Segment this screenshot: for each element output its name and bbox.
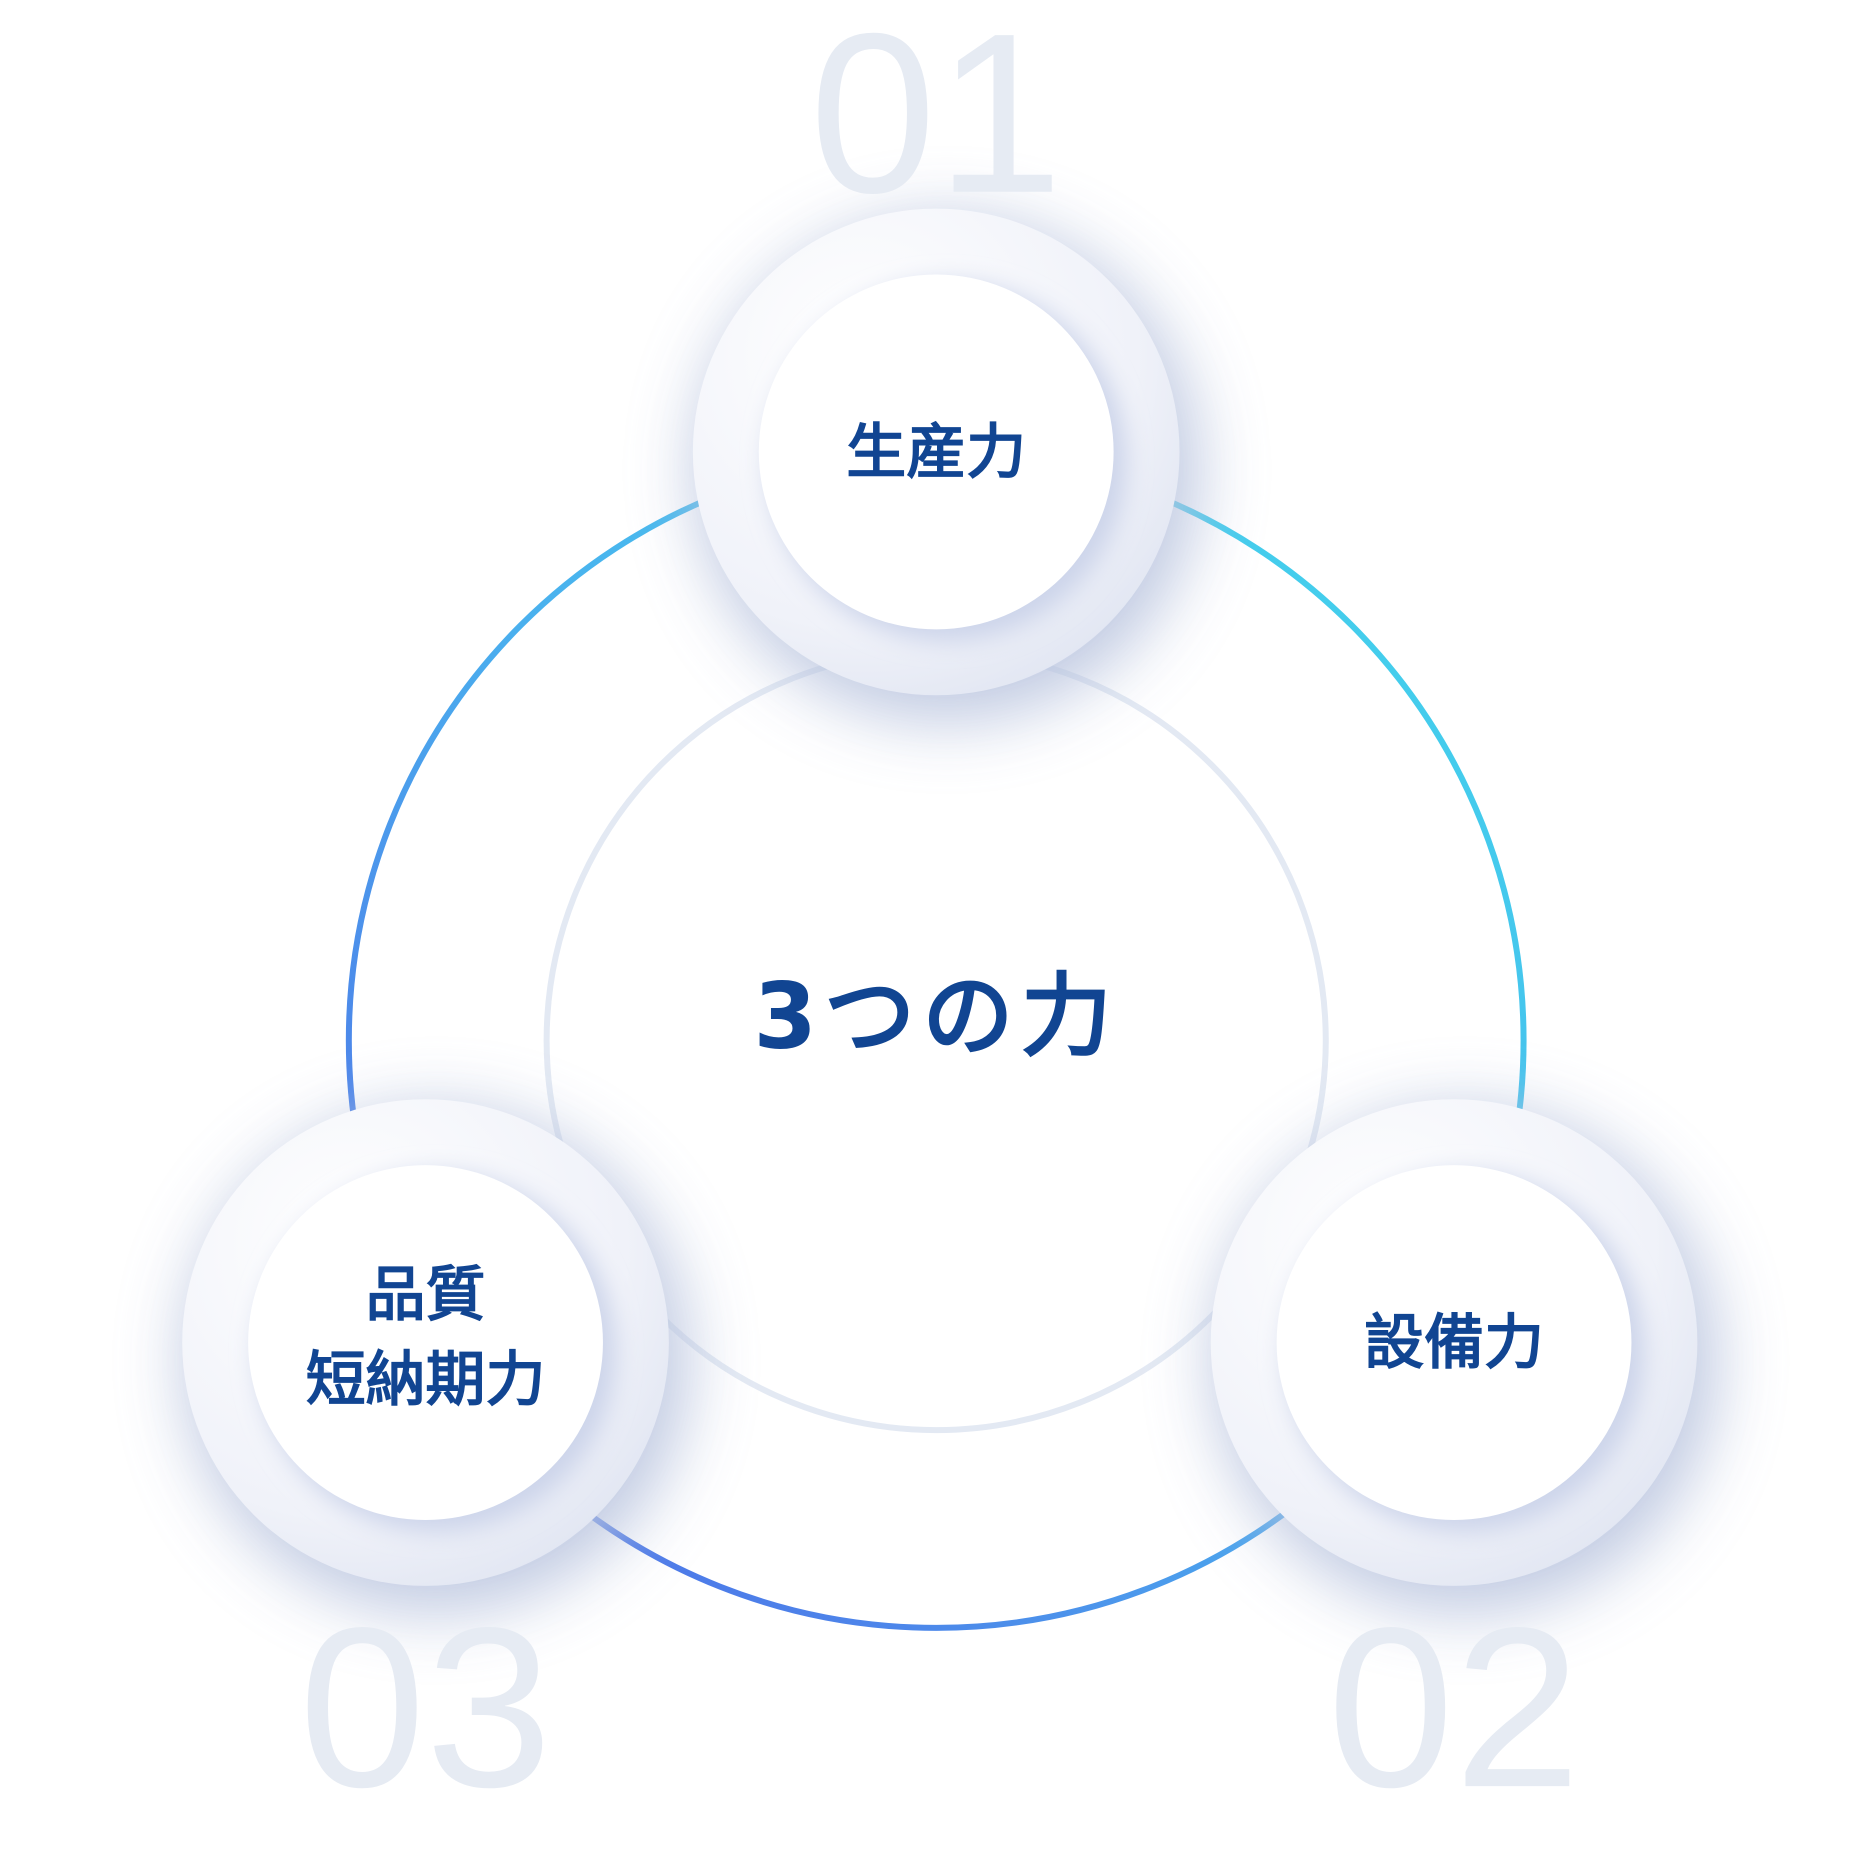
- bubble-03: 03 品質 短納期力: [182, 1099, 689, 1835]
- item-label-line-2: 短納期力: [306, 1345, 546, 1415]
- item-label-line-1: 品質: [366, 1260, 486, 1330]
- item-label: 生産力: [846, 417, 1026, 487]
- center-title: 3つの力: [753, 964, 1118, 1070]
- item-number: 01: [810, 0, 1063, 241]
- item-label: 設備力: [1364, 1308, 1544, 1378]
- item-number: 02: [1327, 1581, 1580, 1835]
- item-number: 03: [299, 1581, 552, 1835]
- bubble-01: 01 生産力: [692, 0, 1199, 722]
- bubble-02: 02 設備力: [1210, 1099, 1717, 1835]
